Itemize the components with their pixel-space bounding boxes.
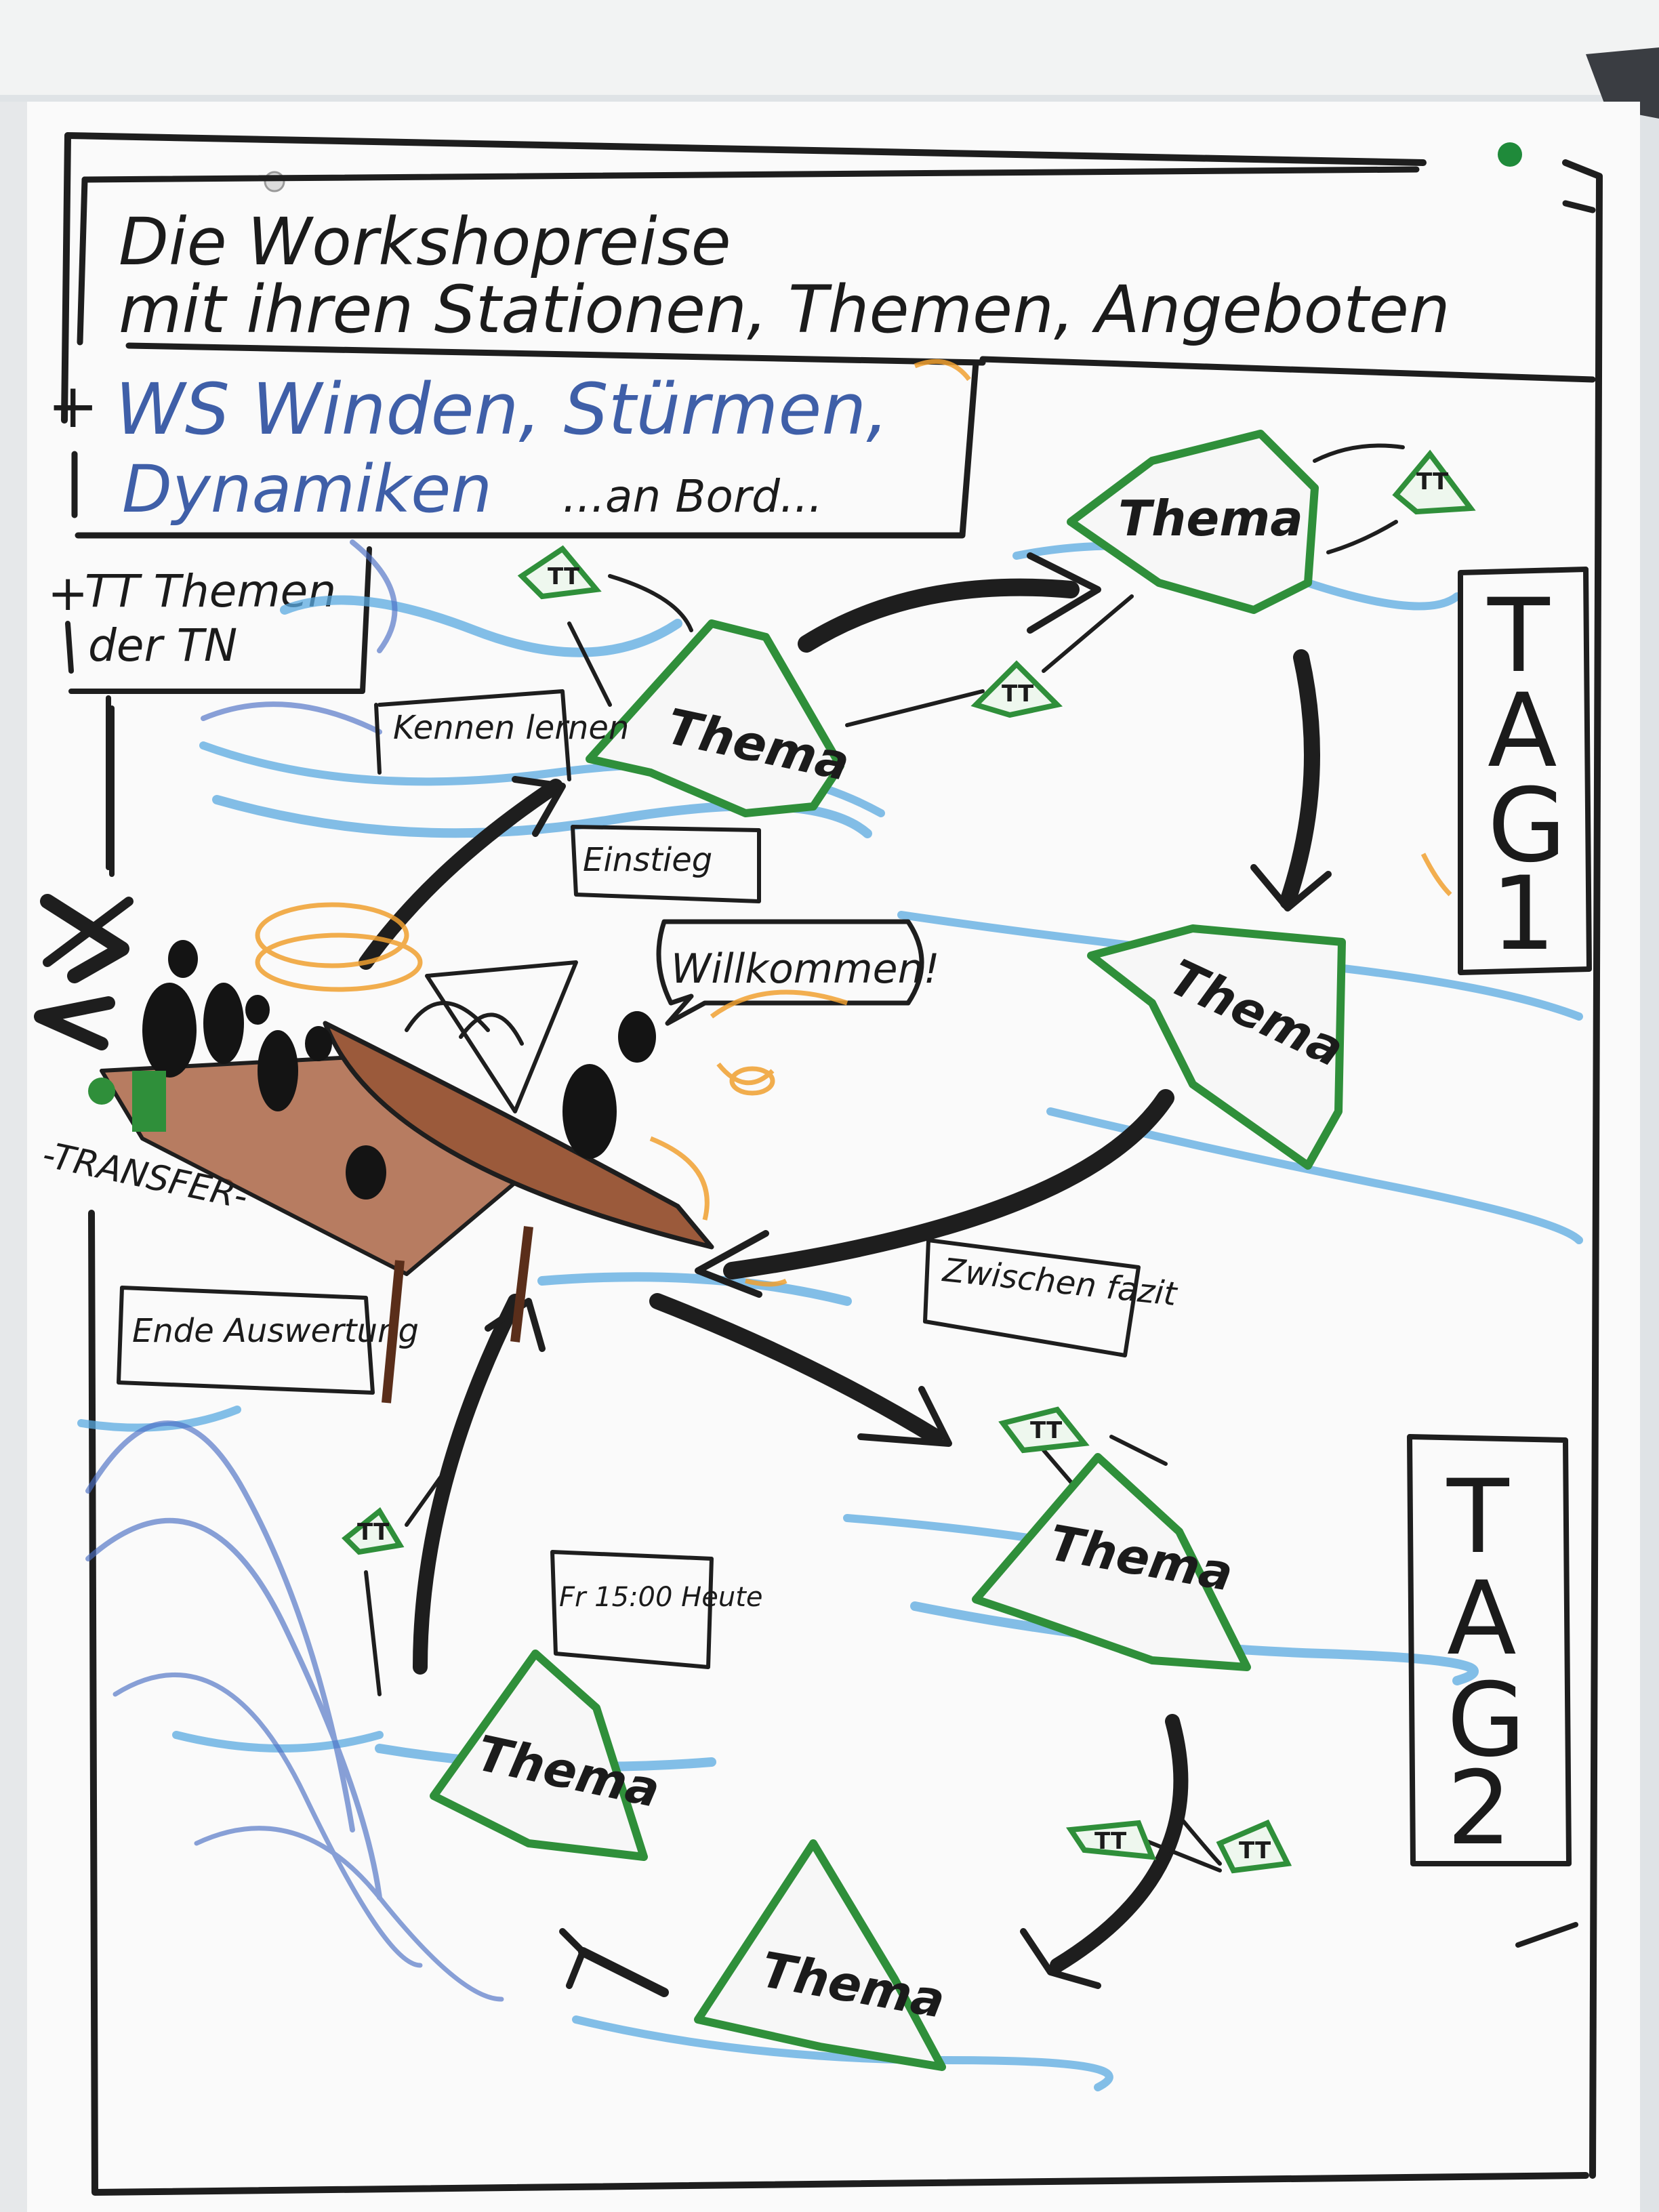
flipchart-clip — [1586, 47, 1659, 119]
whiteboard-top-frame — [0, 0, 1659, 95]
tt-note-box — [65, 546, 372, 870]
tt-marker: TT — [517, 545, 602, 600]
einstieg-box — [571, 825, 761, 903]
einstieg-label: Einstieg — [583, 841, 712, 879]
paper-left-edge — [0, 102, 27, 2212]
ende-box — [117, 1286, 375, 1395]
willkommen-label: Willkommen! — [671, 945, 940, 993]
tt-marker: TT — [1065, 1820, 1157, 1860]
orange-scribbles — [255, 359, 1452, 1287]
page-border — [61, 132, 1603, 2196]
title-box — [77, 166, 1596, 383]
pin-icon — [264, 171, 285, 192]
people-figures — [142, 940, 656, 1200]
boat — [323, 960, 714, 1250]
title-line-1: Die Workshopreise — [119, 204, 731, 280]
tag2-letter: 2 — [1447, 1750, 1511, 1868]
tt-connectors — [364, 443, 1405, 1872]
tt-label: TT — [1239, 1837, 1271, 1864]
tt-marker: TT — [342, 1507, 405, 1555]
workshop-line-2-suffix: ...an Bord... — [562, 470, 823, 523]
route-arrows — [34, 552, 1332, 1997]
tag1-letter: T — [1487, 577, 1551, 695]
tt-label: TT — [1094, 1828, 1127, 1855]
zwischenfazit-box — [923, 1238, 1141, 1357]
kennen-box — [374, 689, 571, 781]
tag1-box — [1458, 567, 1592, 975]
tt-marker: TT — [998, 1406, 1090, 1454]
island-label: Thema — [1118, 490, 1303, 547]
title-line-2: mit ihren Stationen, Themen, Angeboten — [119, 272, 1450, 348]
green-figure — [88, 1071, 166, 1132]
tag1-letter: 1 — [1491, 855, 1555, 973]
fr-label: Fr 15:00 Heute — [559, 1582, 763, 1613]
tag1-letter: A — [1488, 672, 1557, 790]
tt-marker: TT — [970, 660, 1063, 718]
island: Thema — [694, 1839, 949, 2071]
willkommen-bubble — [656, 919, 924, 1026]
tt-marker: TT — [1392, 449, 1476, 515]
workshop-line-2: Dynamiken — [122, 451, 492, 527]
tag2-letter: G — [1447, 1662, 1525, 1780]
tt-label: TT — [1030, 1417, 1063, 1444]
fr-box — [550, 1550, 714, 1669]
ende-label: Ende Auswertung — [132, 1312, 419, 1350]
tt-label: TT — [1416, 468, 1449, 495]
tt-marker: TT — [1216, 1819, 1292, 1874]
island: Thema — [1067, 430, 1319, 614]
workshop-box — [71, 359, 979, 539]
tt-label: TT — [357, 1519, 390, 1546]
tag2-box — [1407, 1434, 1572, 1866]
tt-label: TT — [548, 563, 580, 590]
plus-sign: + — [47, 371, 98, 442]
island: Thema — [972, 1453, 1251, 1671]
island: Thema — [1087, 924, 1353, 1170]
pin-icon — [1498, 142, 1522, 167]
tag1-letter: G — [1488, 767, 1566, 885]
tt-note-line-2: der TN — [88, 619, 237, 672]
kennen-label: Kennen lernen — [393, 709, 629, 747]
workshop-line-1: WS Winden, Stürmen, — [115, 368, 888, 451]
tag2-letter: A — [1447, 1560, 1517, 1678]
blue-waves — [85, 539, 504, 2002]
tt-note-plus: + — [47, 565, 88, 621]
tt-label: TT — [1002, 680, 1034, 708]
tag2-letter: T — [1446, 1458, 1510, 1576]
